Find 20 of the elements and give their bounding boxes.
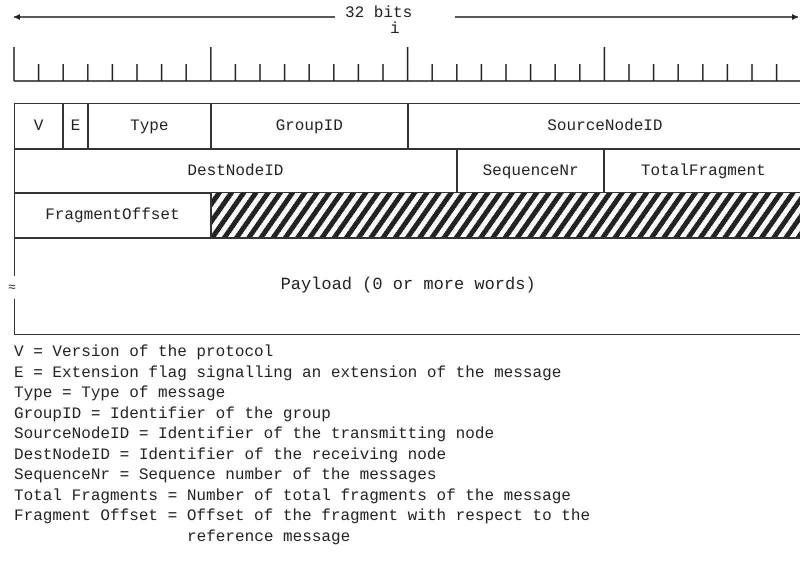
definition-note: Fragment Offset = Offset of the fragment with respect to the reference message <box>14 506 592 547</box>
definition-note: Total Fragments = Number of total fragments of the message <box>14 486 572 506</box>
definition-note: SourceNodeID = Identifier of the transmitting node <box>14 424 496 444</box>
header-field: SourceNodeID <box>408 103 800 150</box>
header-field: V <box>14 103 64 150</box>
bit-width-label: 32 bits <box>345 4 412 22</box>
padding-field <box>210 192 800 238</box>
definition-note: E = Extension flag signalling an extension of the message <box>14 362 562 383</box>
header-field: GroupID <box>210 103 408 150</box>
header-field: E <box>63 103 88 150</box>
definition-note: Type = Type of message <box>14 383 226 404</box>
definition-note: SequenceNr = Sequence number of the messages <box>14 465 438 486</box>
definition-note: GroupID = Identifier of the group <box>14 404 332 424</box>
break-mark: ≈ <box>8 276 16 299</box>
payload-field: Payload (0 or more words) <box>14 237 800 334</box>
header-field: Type <box>88 103 211 150</box>
definition-note: V = Version of the protocol <box>14 342 274 362</box>
tick-label: i <box>390 20 400 38</box>
header-field: FragmentOffset <box>14 192 211 238</box>
definition-note: DestNodeID = Identifier of the receiving node <box>14 444 448 465</box>
